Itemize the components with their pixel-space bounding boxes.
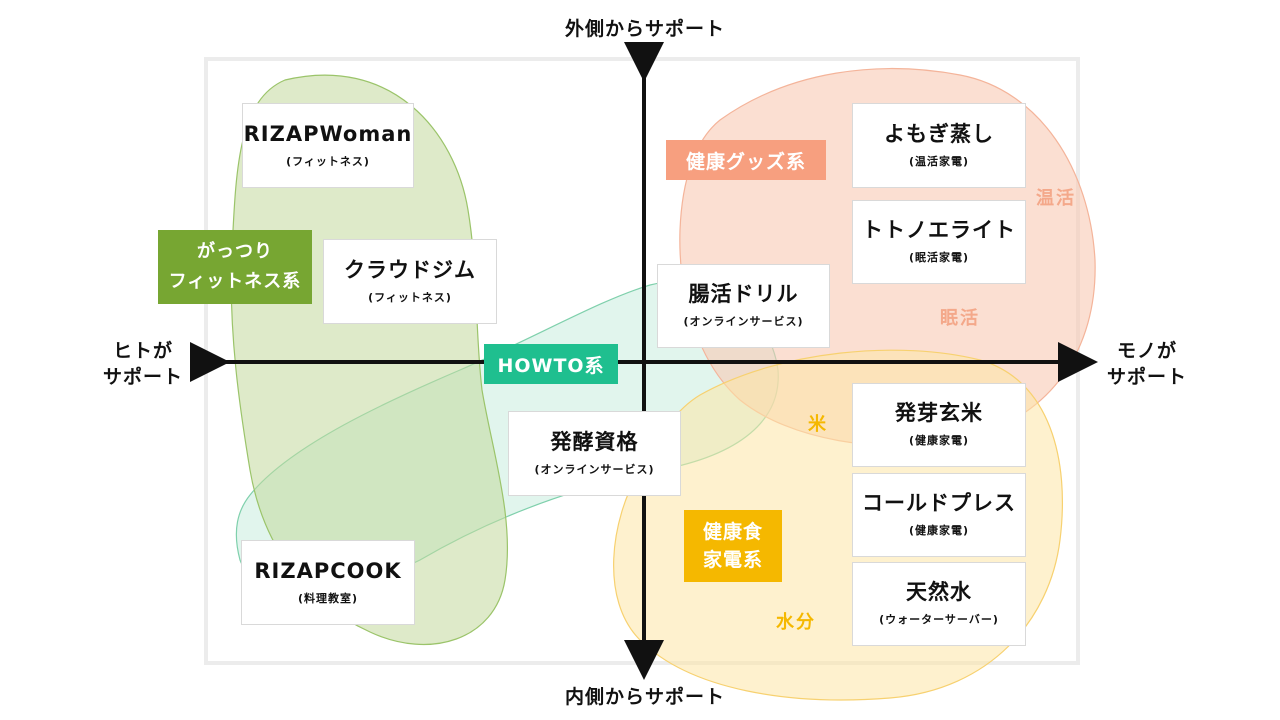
card-yomogi-sub: (温活家電) xyxy=(908,154,970,168)
card-rizapcook-name: RIZAPCOOK xyxy=(254,558,402,583)
card-totonoelight-name: トトノエライト xyxy=(862,218,1016,242)
card-hakko-shikaku-name: 発酵資格 xyxy=(550,429,639,454)
card-crowdgym: クラウドジム (フィットネス) xyxy=(323,239,497,324)
category-fitness-line1: がっつり xyxy=(197,241,273,262)
card-rizapwoman: RIZAPWoman (フィットネス) xyxy=(242,103,414,188)
category-goods: 健康グッズ系 xyxy=(666,140,826,180)
category-goods-label: 健康グッズ系 xyxy=(685,150,806,173)
card-totonoelight-sub: (眠活家電) xyxy=(908,251,970,264)
card-chokatsu-drill: 腸活ドリル (オンラインサービス) xyxy=(657,264,830,348)
card-rizapcook-sub: (料理教室) xyxy=(297,591,359,605)
card-hakko-shikaku: 発酵資格 (オンラインサービス) xyxy=(508,411,681,496)
card-rizapcook: RIZAPCOOK (料理教室) xyxy=(241,540,415,625)
card-rizapwoman-name: RIZAPWoman xyxy=(243,121,413,146)
axis-label-right-line1: モノが xyxy=(1116,340,1177,362)
category-fitness-line2: フィットネス系 xyxy=(168,271,302,292)
axis-label-right: モノが サポート xyxy=(1092,338,1202,390)
card-crowdgym-sub: (フィットネス) xyxy=(368,290,452,304)
card-coldpress-name: コールドプレス xyxy=(862,491,1016,515)
region-suibun: 水分 xyxy=(776,612,816,633)
region-kome: 米 xyxy=(808,414,828,435)
card-tennensui-name: 天然水 xyxy=(906,580,972,604)
region-onkatsu: 温活 xyxy=(1036,188,1076,209)
axis-label-top: 外側からサポート xyxy=(564,18,725,40)
card-yomogi: よもぎ蒸し (温活家電) xyxy=(852,103,1026,188)
card-coldpress-sub: (健康家電) xyxy=(908,524,970,537)
region-minkatsu: 眠活 xyxy=(940,308,980,329)
category-appliance-line1: 健康食 xyxy=(702,521,763,543)
card-tennensui-sub: (ウォーターサーバー) xyxy=(879,613,999,626)
card-tennensui: 天然水 (ウォーターサーバー) xyxy=(852,562,1026,646)
category-appliance-line2: 家電系 xyxy=(702,549,763,571)
category-howto-label: HOWTO系 xyxy=(497,354,605,377)
card-hakko-shikaku-sub: (オンラインサービス) xyxy=(534,462,655,476)
axis-label-left-line2: サポート xyxy=(102,366,183,388)
card-crowdgym-name: クラウドジム xyxy=(344,257,476,282)
axis-label-left: ヒトが サポート xyxy=(88,338,198,390)
card-chokatsu-drill-name: 腸活ドリル xyxy=(688,282,799,306)
card-hatsuga-genmai-sub: (健康家電) xyxy=(908,434,970,447)
category-fitness: がっつり フィットネス系 xyxy=(158,230,312,304)
card-rizapwoman-sub: (フィットネス) xyxy=(286,154,370,168)
card-yomogi-name: よもぎ蒸し xyxy=(884,121,994,146)
axis-label-right-line2: サポート xyxy=(1106,366,1187,388)
category-appliance: 健康食 家電系 xyxy=(684,510,782,582)
card-hatsuga-genmai-name: 発芽玄米 xyxy=(895,401,983,425)
card-coldpress: コールドプレス (健康家電) xyxy=(852,473,1026,557)
card-totonoelight: トトノエライト (眠活家電) xyxy=(852,200,1026,284)
card-chokatsu-drill-sub: (オンラインサービス) xyxy=(683,315,804,328)
axis-label-bottom: 内側からサポート xyxy=(564,686,725,708)
category-howto: HOWTO系 xyxy=(484,344,618,384)
axis-label-left-line1: ヒトが xyxy=(112,340,173,362)
card-hatsuga-genmai: 発芽玄米 (健康家電) xyxy=(852,383,1026,467)
